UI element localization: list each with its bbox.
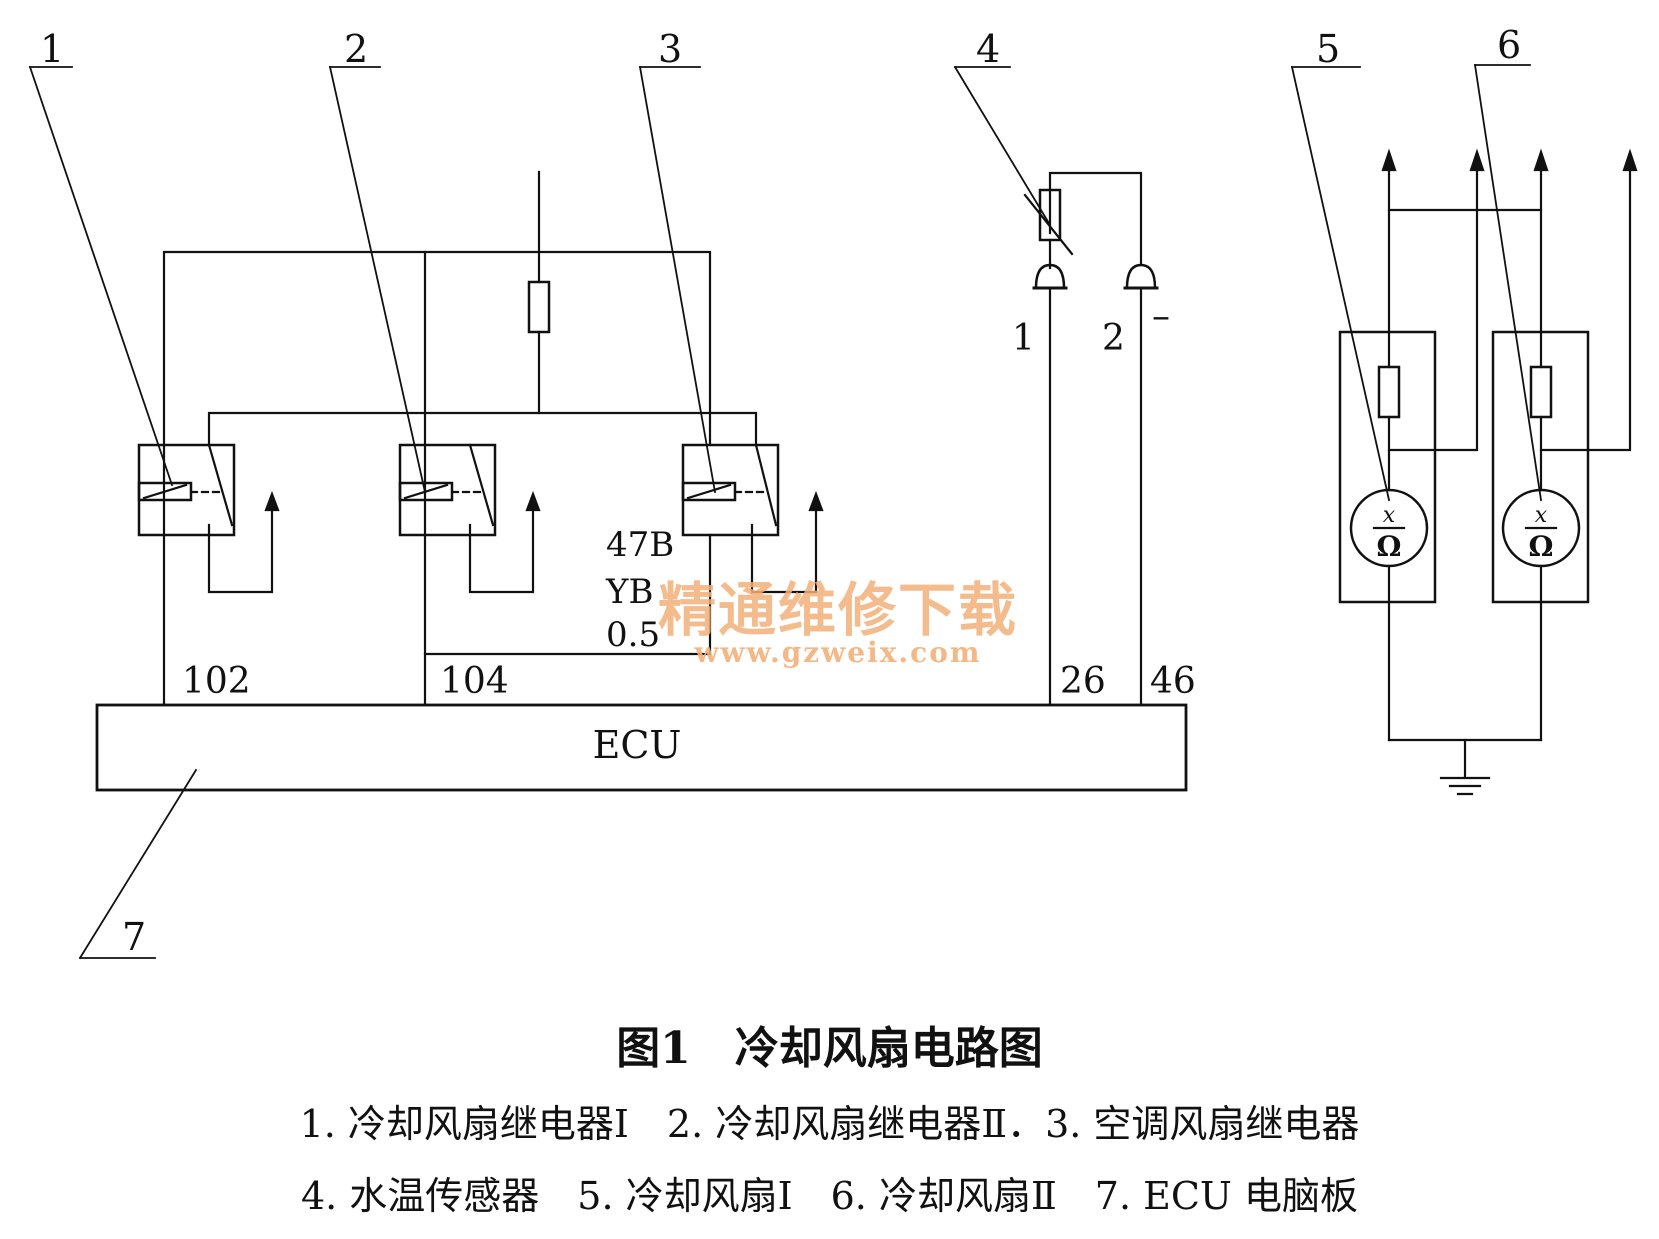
callout-2: 2 (344, 27, 368, 71)
fan-2-symbol-top: x (1535, 503, 1548, 528)
legend-line-2: 4. 水温传感器 5. 冷却风扇Ⅰ 6. 冷却风扇Ⅱ 7. ECU 电脑板 (300, 1174, 1359, 1218)
ecu-label: ECU (593, 723, 682, 767)
ecu-pin-26: 26 (1060, 661, 1106, 702)
relay-1 (137, 443, 280, 707)
ground-symbol (1387, 738, 1543, 796)
watermark-name: 精通维修下载 (658, 576, 1018, 644)
ecu-pin-46: 46 (1150, 661, 1196, 702)
callout-leaders (28, 63, 1543, 960)
wire-color-label: YB (605, 572, 653, 612)
sensor-polarity-label: – (1152, 296, 1170, 337)
callout-7: 7 (122, 915, 146, 959)
cooling-fan-2 (1387, 148, 1638, 742)
sensor-pin-1-label: 1 (1012, 318, 1035, 359)
ecu-pin-102: 102 (182, 661, 251, 702)
figure-title: 图1 冷却风扇电路图 (616, 1023, 1043, 1074)
callout-3: 3 (658, 27, 682, 71)
callout-1: 1 (40, 27, 64, 71)
fan-2-symbol-bottom: Ω (1529, 530, 1554, 563)
water-temp-sensor (1023, 171, 1159, 707)
watermark-url: www.gzweix.com (693, 636, 981, 669)
power-bus (162, 170, 758, 707)
sensor-pin-2-label: 2 (1102, 318, 1125, 359)
cooling-fan-1 (1338, 148, 1485, 742)
ecu-pin-104: 104 (440, 661, 509, 702)
callout-5: 5 (1316, 27, 1340, 71)
fan-1-symbol-top: x (1383, 503, 1396, 528)
fan-1-symbol-bottom: Ω (1377, 530, 1402, 563)
callout-4: 4 (976, 27, 1000, 71)
wire-code-label: 47B (606, 525, 674, 565)
relay-2 (398, 443, 541, 594)
callout-6: 6 (1497, 23, 1521, 67)
ecu-board (95, 703, 1188, 792)
wire-gauge-label: 0.5 (606, 615, 660, 655)
legend-line-1: 1. 冷却风扇继电器Ⅰ 2. 冷却风扇继电器Ⅱ．3. 空调风扇继电器 (299, 1102, 1360, 1146)
relay-3 (423, 443, 824, 656)
